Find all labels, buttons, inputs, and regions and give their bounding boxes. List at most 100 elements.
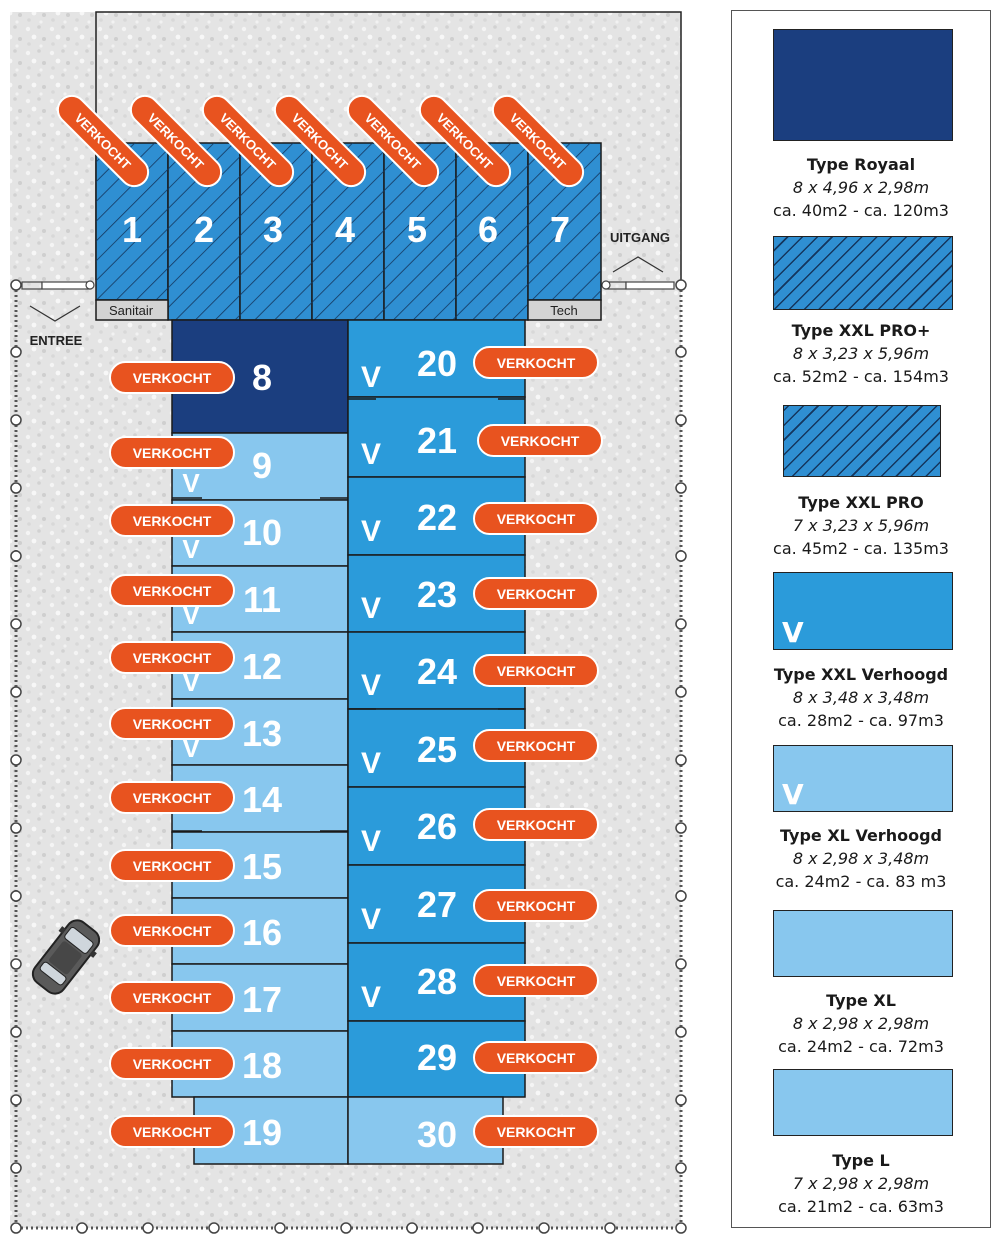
raised-mark: V xyxy=(182,667,200,697)
raised-marks: V V V V V V V V V V V V V V xyxy=(182,361,381,1014)
sanitair-label: Sanitair xyxy=(109,303,154,318)
legend-dims: 7 x 3,23 x 5,96m xyxy=(792,516,930,535)
sold-badge: VERKOCHT xyxy=(473,964,599,997)
sold-badge-text: VERKOCHT xyxy=(133,370,212,386)
sold-badge: VERKOCHT xyxy=(473,346,599,379)
sold-badge-text: VERKOCHT xyxy=(497,817,576,833)
unit-number: 8 xyxy=(252,357,272,398)
legend-name: Type Royaal xyxy=(806,155,916,174)
sold-badge: VERKOCHT xyxy=(473,1041,599,1074)
sold-badge-text: VERKOCHT xyxy=(133,790,212,806)
raised-mark: V xyxy=(361,981,381,1014)
sold-badge-text: VERKOCHT xyxy=(133,923,212,939)
sold-badge: VERKOCHT xyxy=(109,641,235,674)
legend-area: ca. 24m2 - ca. 72m3 xyxy=(778,1037,944,1056)
uitgang-arrow-icon xyxy=(612,256,664,273)
sold-badge: VERKOCHT xyxy=(109,436,235,469)
unit-number: 28 xyxy=(417,961,457,1002)
entree-label: ENTREE xyxy=(30,333,83,348)
sold-badge-text: VERKOCHT xyxy=(497,973,576,989)
sold-badge-text: VERKOCHT xyxy=(497,898,576,914)
unit-number: 29 xyxy=(417,1037,457,1078)
sold-badge-text: VERKOCHT xyxy=(133,1124,212,1140)
site-plan: ENTREE UITGANG Sanitair Tech xyxy=(10,11,687,1234)
legend-swatch-l xyxy=(773,1069,953,1136)
raised-mark: V xyxy=(361,515,381,548)
unit-number: 13 xyxy=(242,713,282,754)
legend-name: Type XXL PRO+ xyxy=(791,321,931,340)
legend-swatch-xxl-pro-plus xyxy=(773,236,953,310)
uitgang-label: UITGANG xyxy=(610,230,670,245)
sold-badge: VERKOCHT xyxy=(473,1115,599,1148)
sold-badge: VERKOCHT xyxy=(109,574,235,607)
sold-badge-text: VERKOCHT xyxy=(133,513,212,529)
raised-mark: V xyxy=(782,616,804,649)
raised-mark: V xyxy=(182,733,200,763)
sold-badge-text: VERKOCHT xyxy=(133,650,212,666)
sold-badge-text: VERKOCHT xyxy=(133,716,212,732)
unit-number: 24 xyxy=(417,651,457,692)
unit-number: 15 xyxy=(242,846,282,887)
sold-badge: VERKOCHT xyxy=(477,424,603,457)
sold-badge: VERKOCHT xyxy=(473,729,599,762)
raised-mark: V xyxy=(361,438,381,471)
unit-numbers: 1 2 3 4 5 6 7 8 9 10 11 12 13 14 15 16 1… xyxy=(122,209,570,1155)
sold-badge-text: VERKOCHT xyxy=(497,586,576,602)
unit-number: 4 xyxy=(335,209,355,250)
legend-swatch-xxl-pro xyxy=(783,405,941,477)
legend: Type Royaal 8 x 4,96 x 2,98m ca. 40m2 - … xyxy=(731,10,991,1228)
sold-badge-text: VERKOCHT xyxy=(133,1056,212,1072)
raised-mark: V xyxy=(361,747,381,780)
legend-area: ca. 40m2 - ca. 120m3 xyxy=(773,201,949,220)
sold-badge: VERKOCHT xyxy=(109,981,235,1014)
unit-number: 2 xyxy=(194,209,214,250)
tech-room xyxy=(527,299,602,321)
sold-badge-text: VERKOCHT xyxy=(497,1124,576,1140)
sold-badge: VERKOCHT xyxy=(473,502,599,535)
legend-name: Type XXL PRO xyxy=(798,493,924,512)
legend-name: Type XXL Verhoogd xyxy=(773,665,949,684)
legend-name: Type XL xyxy=(826,991,896,1010)
unit-number: 7 xyxy=(550,209,570,250)
legend-swatch-xxl-verhoogd: V xyxy=(773,572,953,650)
unit-number: 17 xyxy=(242,979,282,1020)
legend-name: Type L xyxy=(832,1151,890,1170)
unit-number: 27 xyxy=(417,884,457,925)
sold-badge: VERKOCHT xyxy=(109,1115,235,1148)
sanitair-room xyxy=(95,299,169,321)
sold-badge: VERKOCHT xyxy=(109,504,235,537)
raised-mark: V xyxy=(361,825,381,858)
unit-number: 22 xyxy=(417,497,457,538)
unit-number: 12 xyxy=(242,646,282,687)
unit-number: 1 xyxy=(122,209,142,250)
sold-badge-text: VERKOCHT xyxy=(501,433,580,449)
legend-area: ca. 21m2 - ca. 63m3 xyxy=(778,1197,944,1216)
unit-number: 10 xyxy=(242,512,282,553)
legend-dims: 8 x 3,48 x 3,48m xyxy=(792,688,930,707)
sold-badge: VERKOCHT xyxy=(473,654,599,687)
fence xyxy=(10,279,687,1234)
raised-mark: V xyxy=(182,600,200,630)
unit-number: 16 xyxy=(242,912,282,953)
unit-number: 23 xyxy=(417,574,457,615)
sold-badge: VERKOCHT xyxy=(109,781,235,814)
legend-dims: 8 x 2,98 x 3,48m xyxy=(792,849,930,868)
sold-badge: VERKOCHT xyxy=(109,1047,235,1080)
legend-dims: 8 x 3,23 x 5,96m xyxy=(792,344,930,363)
sold-badge: VERKOCHT xyxy=(109,361,235,394)
unit-number: 3 xyxy=(263,209,283,250)
unit-number: 20 xyxy=(417,343,457,384)
legend-area: ca. 45m2 - ca. 135m3 xyxy=(773,539,949,558)
sold-badge: VERKOCHT xyxy=(109,914,235,947)
legend-swatch-xl xyxy=(773,910,953,977)
sold-badge-text: VERKOCHT xyxy=(497,663,576,679)
legend-dims: 8 x 2,98 x 2,98m xyxy=(792,1014,930,1033)
unit-number: 6 xyxy=(478,209,498,250)
sold-badge-text: VERKOCHT xyxy=(133,583,212,599)
unit-number: 5 xyxy=(407,209,427,250)
tech-label: Tech xyxy=(550,303,577,318)
legend-area: ca. 28m2 - ca. 97m3 xyxy=(778,711,944,730)
legend-area: ca. 24m2 - ca. 83 m3 xyxy=(775,872,947,891)
legend-name: Type XL Verhoogd xyxy=(780,826,942,845)
unit-number: 11 xyxy=(243,579,281,620)
